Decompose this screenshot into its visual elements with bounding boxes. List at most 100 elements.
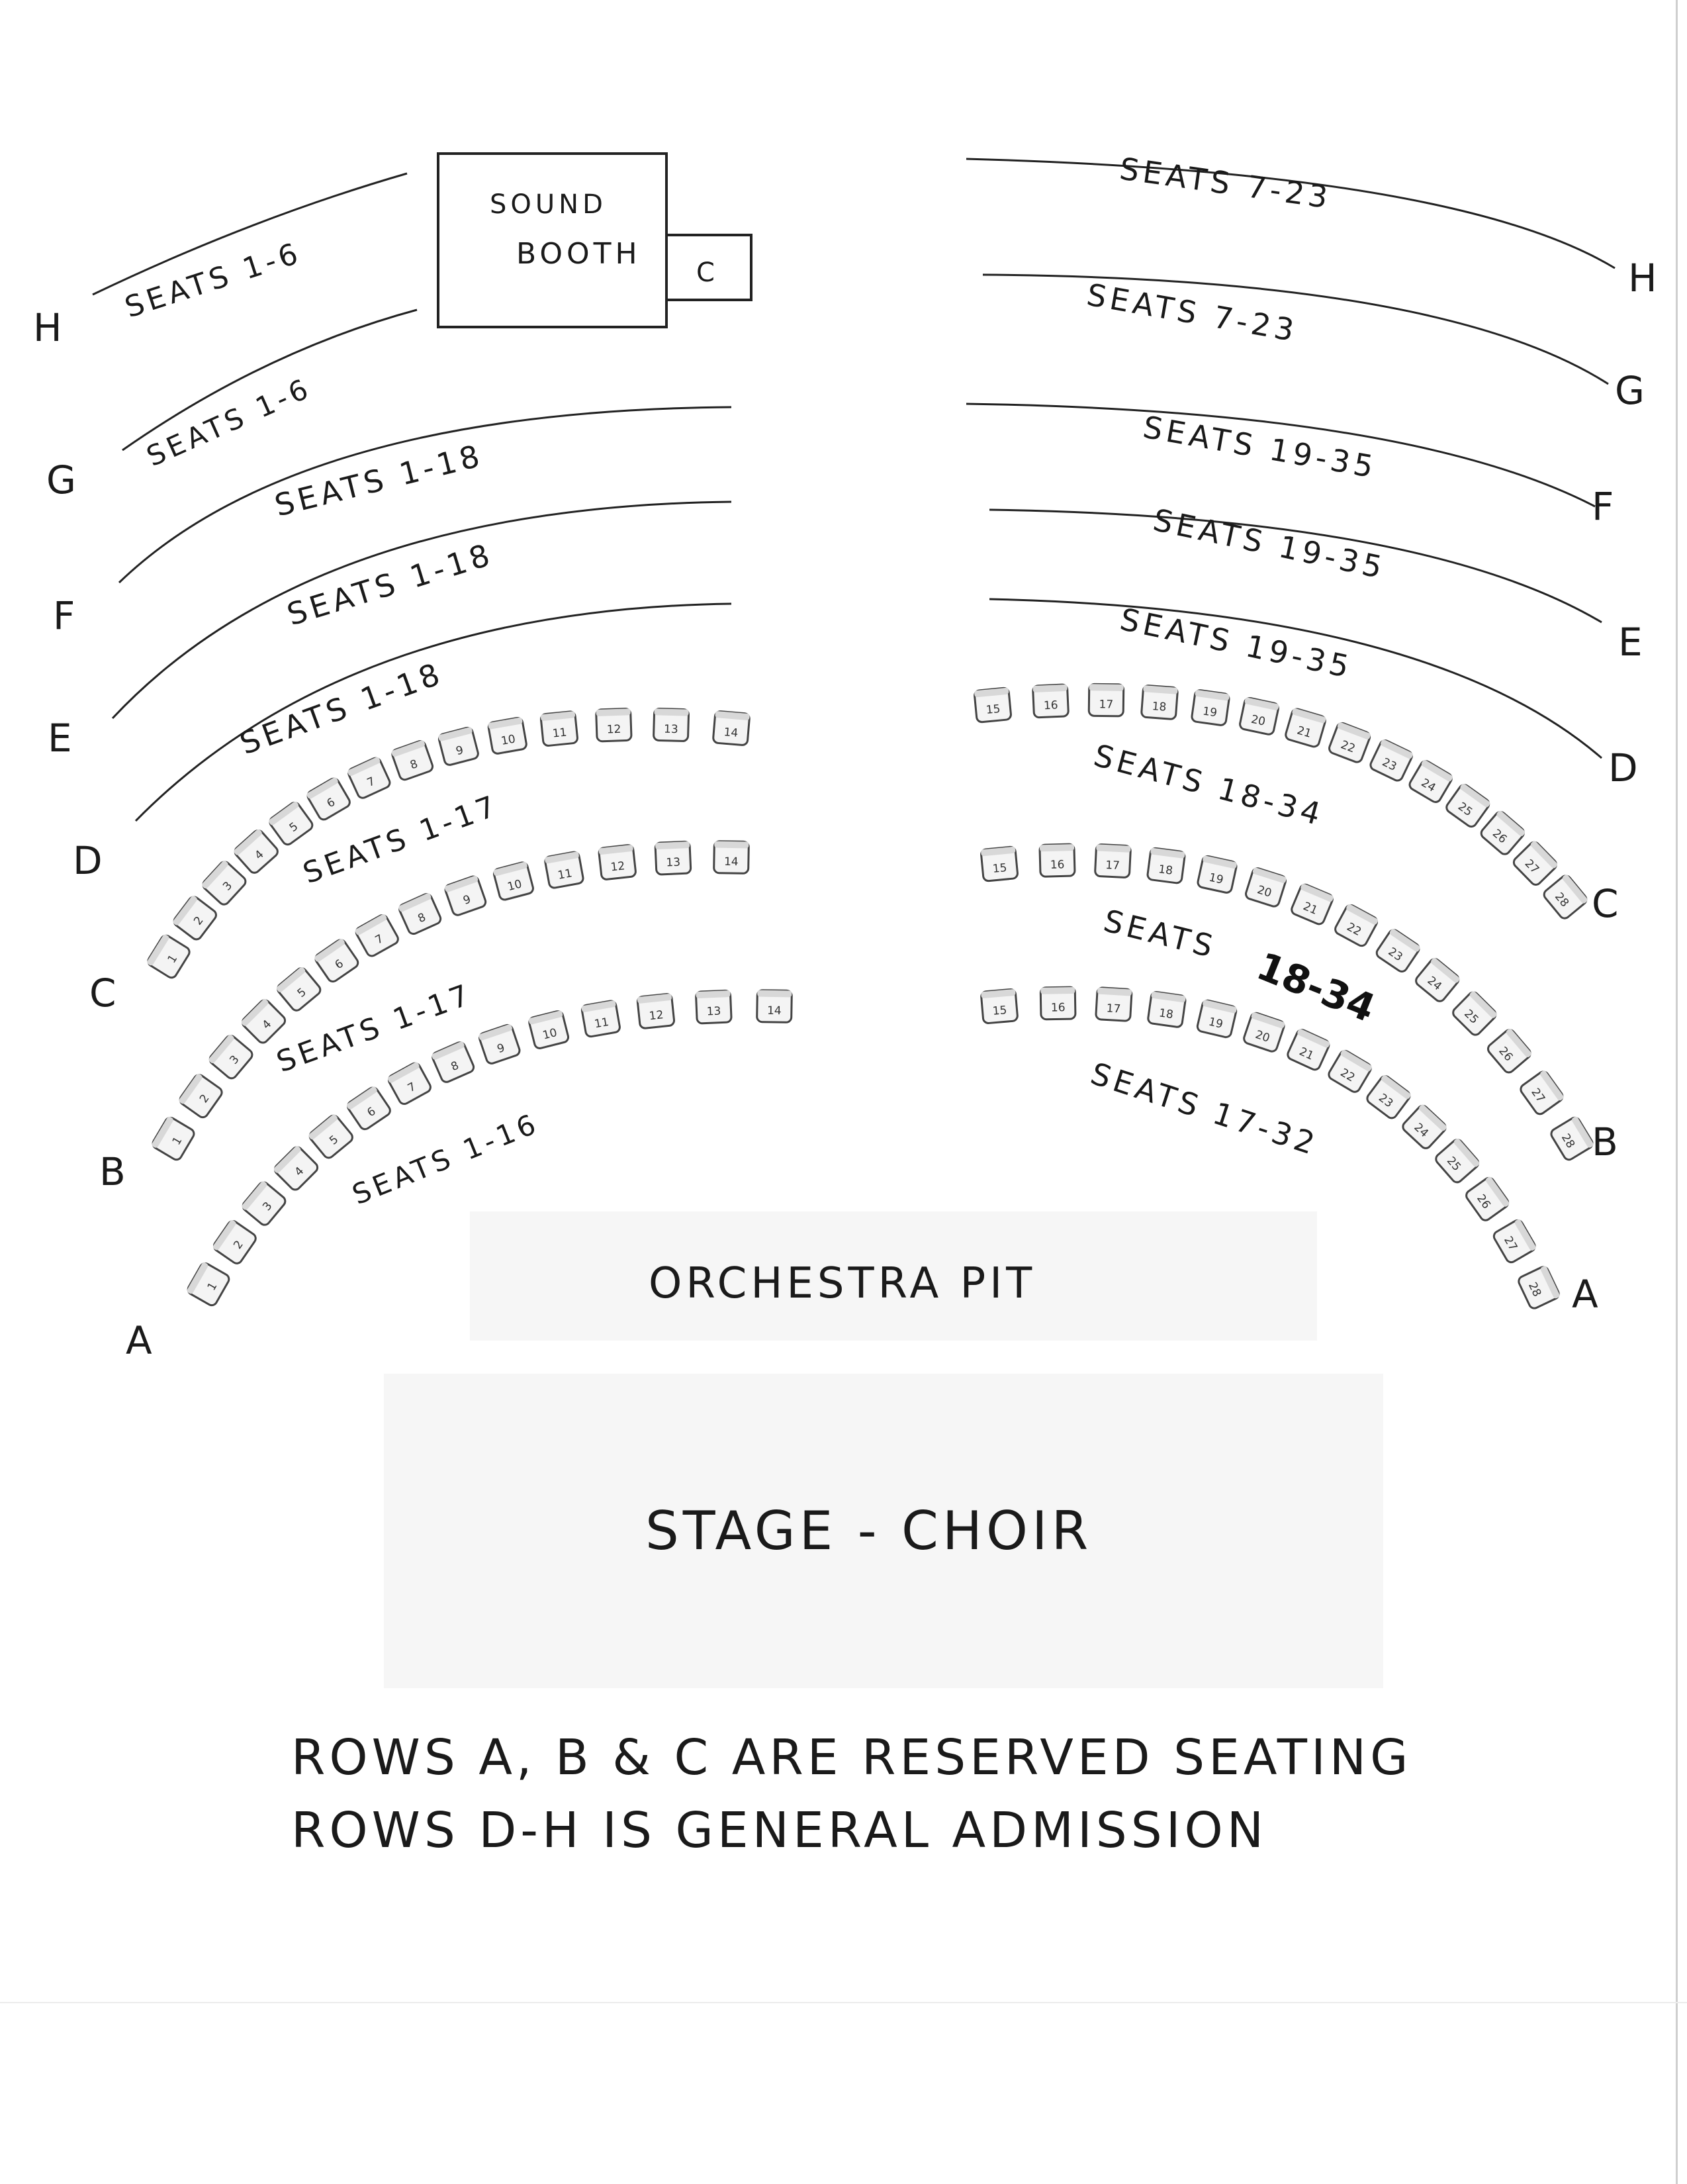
seat-c-left-10[interactable]: 10: [487, 716, 527, 755]
seat-b-left-8[interactable]: 8: [398, 892, 442, 935]
seat-c-right-21[interactable]: 21: [1285, 708, 1326, 748]
seat-a-right-18[interactable]: 18: [1147, 991, 1187, 1028]
seat-a-left-12[interactable]: 12: [636, 993, 676, 1029]
seat-c-left-5[interactable]: 5: [268, 800, 314, 846]
seat-c-right-23[interactable]: 23: [1369, 739, 1414, 783]
seat-b-left-4[interactable]: 4: [240, 998, 287, 1045]
seat-b-right-27[interactable]: 27: [1519, 1070, 1565, 1116]
seat-c-left-7[interactable]: 7: [347, 756, 391, 799]
seat-c-right-24[interactable]: 24: [1408, 759, 1453, 804]
seat-b-right-23[interactable]: 23: [1375, 928, 1421, 974]
seat-c-left-14[interactable]: 14: [712, 710, 751, 746]
seat-a-right-23[interactable]: 23: [1365, 1074, 1412, 1120]
seat-b-left-3[interactable]: 3: [208, 1033, 254, 1080]
seat-a-right-19[interactable]: 19: [1196, 999, 1238, 1039]
seat-back: [1530, 841, 1558, 869]
seat-b-left-13[interactable]: 13: [654, 840, 692, 876]
seat-c-right-26[interactable]: 26: [1479, 810, 1526, 856]
seat-a-left-6[interactable]: 6: [345, 1086, 392, 1131]
seat-a-right-26[interactable]: 26: [1464, 1176, 1510, 1222]
seat-c-left-8[interactable]: 8: [391, 739, 434, 781]
seat-a-left-2[interactable]: 2: [212, 1219, 257, 1265]
seat-a-right-22[interactable]: 22: [1327, 1049, 1373, 1094]
seat-a-left-11[interactable]: 11: [580, 1000, 621, 1038]
seat-a-left-10[interactable]: 10: [528, 1010, 570, 1049]
seat-a-left-1[interactable]: 1: [186, 1262, 230, 1307]
seat-c-right-20[interactable]: 20: [1239, 696, 1279, 736]
seat-c-right-17[interactable]: 17: [1087, 683, 1125, 718]
seat-b-right-17[interactable]: 17: [1094, 843, 1132, 878]
seat-b-right-24[interactable]: 24: [1414, 957, 1461, 1003]
seat-a-right-27[interactable]: 27: [1492, 1218, 1537, 1264]
seat-c-left-11[interactable]: 11: [539, 710, 578, 747]
seat-b-left-6[interactable]: 6: [314, 938, 360, 984]
seat-b-left-2[interactable]: 2: [178, 1073, 224, 1119]
seat-a-left-4[interactable]: 4: [273, 1145, 320, 1192]
seat-b-left-5[interactable]: 5: [275, 966, 322, 1012]
seat-c-right-19[interactable]: 19: [1191, 689, 1230, 726]
sound-booth[interactable]: SOUND BOOTH: [437, 152, 668, 328]
seat-b-right-16[interactable]: 16: [1038, 843, 1076, 878]
seat-b-right-20[interactable]: 20: [1245, 867, 1287, 908]
seat-c-right-27[interactable]: 27: [1512, 840, 1559, 887]
seat-back: [581, 1000, 616, 1012]
seat-a-right-24[interactable]: 24: [1401, 1104, 1448, 1151]
seat-b-left-9[interactable]: 9: [444, 875, 487, 917]
seat-number: 16: [1051, 1001, 1066, 1014]
seat-back: [598, 845, 633, 855]
seat-b-right-18[interactable]: 18: [1146, 847, 1186, 884]
seat-c-left-9[interactable]: 9: [437, 726, 479, 767]
seat-c-left-3[interactable]: 3: [201, 860, 248, 907]
seat-a-left-14[interactable]: 14: [756, 989, 793, 1023]
seat-back: [1421, 760, 1453, 782]
seat-b-right-19[interactable]: 19: [1197, 855, 1238, 894]
seat-b-right-21[interactable]: 21: [1290, 883, 1334, 926]
seat-a-left-13[interactable]: 13: [695, 989, 733, 1025]
seat-b-right-25[interactable]: 25: [1451, 990, 1498, 1037]
seat-a-right-21[interactable]: 21: [1286, 1028, 1330, 1071]
seat-a-right-17[interactable]: 17: [1095, 986, 1133, 1022]
seat-b-right-26[interactable]: 26: [1486, 1027, 1532, 1074]
seat-c-left-13[interactable]: 13: [653, 707, 690, 742]
seat-b-left-1[interactable]: 1: [151, 1116, 196, 1161]
seat-back: [1381, 1075, 1411, 1100]
seat-a-right-16[interactable]: 16: [1039, 986, 1077, 1021]
seat-c-left-1[interactable]: 1: [146, 933, 191, 979]
seat-number: 13: [706, 1005, 721, 1019]
seat-c-right-18[interactable]: 18: [1140, 685, 1179, 720]
seat-back: [1040, 987, 1075, 994]
seat-b-right-28[interactable]: 28: [1549, 1116, 1594, 1161]
seat-a-left-5[interactable]: 5: [308, 1114, 355, 1160]
seat-a-left-7[interactable]: 7: [387, 1061, 433, 1106]
closet-c[interactable]: C: [665, 234, 752, 301]
seat-c-right-28[interactable]: 28: [1542, 874, 1588, 921]
seat-c-right-15[interactable]: 15: [974, 687, 1012, 724]
seat-c-right-25[interactable]: 25: [1445, 783, 1491, 828]
seat-a-left-8[interactable]: 8: [431, 1041, 475, 1084]
row-letter-g-left: G: [46, 457, 80, 502]
row-letter-d-right: D: [1608, 745, 1642, 790]
orchestra-pit-area: [470, 1211, 1317, 1341]
seat-b-right-15[interactable]: 15: [980, 845, 1019, 882]
seat-a-left-3[interactable]: 3: [241, 1180, 287, 1227]
seat-a-right-15[interactable]: 15: [980, 988, 1019, 1024]
seat-a-right-25[interactable]: 25: [1434, 1137, 1481, 1184]
seat-c-right-16[interactable]: 16: [1032, 683, 1070, 719]
seat-b-left-10[interactable]: 10: [492, 861, 534, 901]
seat-b-left-14[interactable]: 14: [713, 840, 750, 875]
seat-a-right-20[interactable]: 20: [1243, 1012, 1286, 1053]
seat-c-left-2[interactable]: 2: [172, 895, 218, 941]
seat-c-left-12[interactable]: 12: [595, 708, 633, 743]
seat-b-left-12[interactable]: 12: [598, 844, 637, 880]
seat-back: [655, 841, 690, 850]
seat-c-left-4[interactable]: 4: [233, 828, 280, 875]
seat-a-right-28[interactable]: 28: [1517, 1265, 1561, 1310]
seat-b-left-11[interactable]: 11: [544, 851, 584, 889]
seat-a-left-9[interactable]: 9: [478, 1023, 521, 1065]
seat-c-right-22[interactable]: 22: [1328, 722, 1371, 763]
seat-c-left-6[interactable]: 6: [306, 777, 351, 822]
seat-back: [1540, 1070, 1564, 1101]
row-f-left-seats: SEATS 1-18: [271, 437, 487, 523]
seat-b-right-22[interactable]: 22: [1334, 904, 1379, 948]
seat-b-left-7[interactable]: 7: [354, 914, 400, 958]
